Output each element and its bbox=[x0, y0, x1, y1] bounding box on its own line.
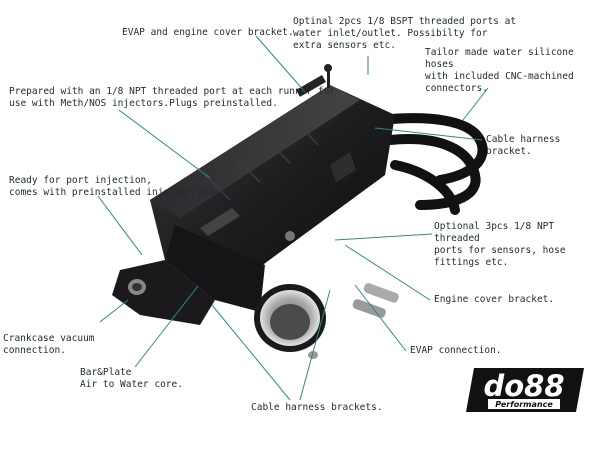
callout-npt-3pcs: Optional 3pcs 1/8 NPT threaded ports for… bbox=[434, 221, 566, 268]
callout-bspt-ports: Optinal 2pcs 1/8 BSPT threaded ports at … bbox=[293, 16, 517, 51]
logo-tagline: Performance bbox=[495, 400, 553, 409]
plenum-body bbox=[112, 85, 395, 325]
silicone-hoses bbox=[375, 113, 488, 215]
callout-core: Bar&Plate Air to Water core. bbox=[80, 367, 183, 390]
callout-evap-bracket: EVAP and engine cover bracket. bbox=[122, 27, 294, 38]
callout-engine-cover-bracket: Engine cover bracket. bbox=[434, 294, 555, 305]
fittings bbox=[128, 64, 399, 359]
callout-cable-brackets: Cable harness brackets. bbox=[251, 402, 383, 413]
callout-crankcase: Crankcase vacuum connection. bbox=[3, 333, 95, 356]
throttle-inlet bbox=[254, 284, 326, 352]
logo-wordmark: do88 bbox=[483, 369, 564, 403]
leader-lines bbox=[97, 35, 489, 401]
callout-evap-connection: EVAP connection. bbox=[410, 345, 502, 356]
callout-npt-runner: Prepared with an 1/8 NPT threaded port a… bbox=[9, 86, 336, 109]
do88-logo: do88 Performance bbox=[466, 368, 584, 412]
callout-port-injection: Ready for port injection, comes with pre… bbox=[9, 175, 233, 198]
callout-hoses: Tailor made water silicone hoses with in… bbox=[425, 47, 574, 94]
callout-cable-bracket: Cable harness bracket. bbox=[486, 134, 561, 157]
